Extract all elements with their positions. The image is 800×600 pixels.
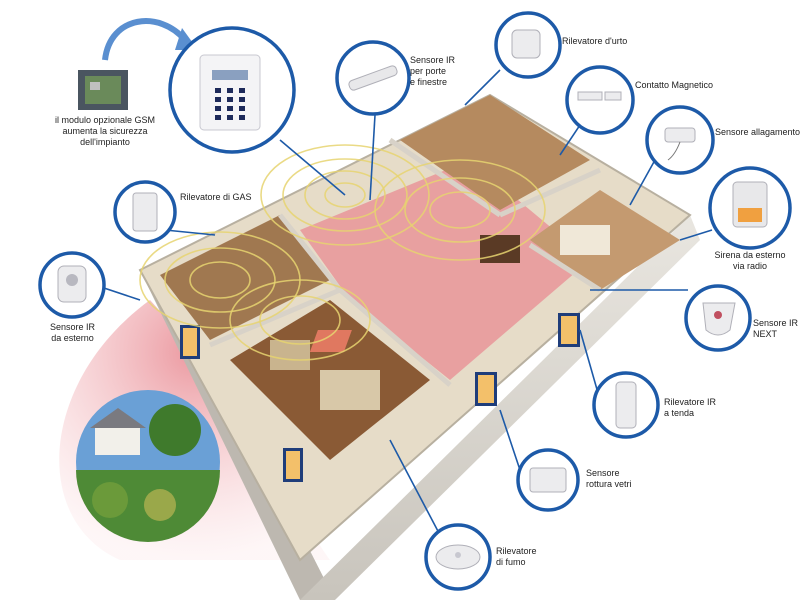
label-line: Rilevatore di GAS xyxy=(180,192,252,202)
label-line: Sensore IR xyxy=(753,318,799,328)
magnetic-contact-icon xyxy=(565,65,635,135)
ir-window-sensor-icon xyxy=(335,40,411,116)
label-urto: Rilevatore d'urto xyxy=(562,36,627,47)
left-room-floor xyxy=(160,215,330,340)
detection-waves xyxy=(139,144,546,361)
label-line: rottura vetri xyxy=(586,479,632,489)
label-line: Contatto Magnetico xyxy=(635,80,714,90)
flood-sensor-icon xyxy=(645,105,715,175)
label-line: e finestre xyxy=(410,77,448,87)
leader-lines xyxy=(94,69,713,536)
label-magnetico: Contatto Magnetico xyxy=(635,80,713,91)
gsm-module-icon xyxy=(78,70,128,110)
front-windows xyxy=(180,313,580,482)
table xyxy=(309,330,352,352)
label-gas: Rilevatore di GAS xyxy=(180,192,252,203)
label-line: Sensore allagamento xyxy=(715,127,800,137)
label-line: Rilevatore IR xyxy=(664,397,717,407)
bed xyxy=(560,225,610,255)
gas-detector-icon xyxy=(113,180,177,244)
control-panel-icon xyxy=(168,26,296,154)
label-allagamento: Sensore allagamento xyxy=(715,127,800,138)
label-line: Sensore IR xyxy=(410,55,456,65)
label-line: aumenta la sicurezza xyxy=(62,126,148,136)
bedroom-floor xyxy=(400,95,590,210)
label-line: Rilevatore xyxy=(496,546,537,556)
label-tenda: Rilevatore IR a tenda xyxy=(664,397,716,419)
smoke-detector-icon xyxy=(424,523,492,591)
interior-walls xyxy=(209,137,602,387)
label-line: Sensore IR xyxy=(49,322,96,332)
kitchen-counter xyxy=(320,370,380,410)
siren-icon xyxy=(708,166,792,250)
label-line: per porte xyxy=(410,66,447,76)
label-ir-next: Sensore IR NEXT xyxy=(753,318,798,340)
label-ir-esterno: Sensore IR da esterno xyxy=(35,322,110,344)
label-ir-porte: Sensore IR per porte e finestre xyxy=(410,55,455,88)
label-line: il modulo opzionale GSM xyxy=(54,115,156,125)
shock-detector-icon xyxy=(494,11,562,79)
label-sirena: Sirena da esterno via radio xyxy=(705,250,795,272)
label-line: NEXT xyxy=(753,329,778,339)
garden-photo xyxy=(76,390,220,542)
label-line: via radio xyxy=(732,261,768,271)
kitchen-island xyxy=(270,340,310,370)
ir-next-icon xyxy=(684,284,752,352)
label-line: a tenda xyxy=(664,408,695,418)
label-fumo: Rilevatore di fumo xyxy=(496,546,537,568)
label-line: Rilevatore d'urto xyxy=(562,36,628,46)
glass-break-icon xyxy=(516,448,580,512)
curtain-ir-icon xyxy=(592,371,660,439)
label-line: dell'impianto xyxy=(80,137,130,147)
label-line: Sirena da esterno xyxy=(714,250,786,260)
label-vetri: Sensore rottura vetri xyxy=(586,468,632,490)
label-line: da esterno xyxy=(51,333,94,343)
label-gsm: il modulo opzionale GSM aumenta la sicur… xyxy=(35,115,175,148)
label-line: di fumo xyxy=(496,557,526,567)
outdoor-ir-icon xyxy=(38,251,106,319)
living-room-floor xyxy=(300,160,590,380)
house-front-wall xyxy=(300,215,700,600)
label-line: Sensore xyxy=(586,468,620,478)
curved-arrow xyxy=(102,18,188,61)
